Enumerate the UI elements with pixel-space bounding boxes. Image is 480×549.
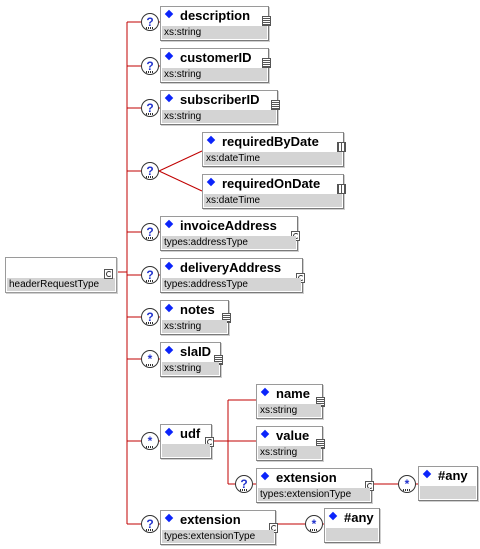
element-extension[interactable]: extension types:extensionType [160, 510, 278, 545]
element-udf-value[interactable]: value xs:string [256, 426, 325, 461]
diamond-icon [328, 511, 338, 521]
element-udf[interactable]: udf [160, 424, 214, 459]
element-extension-any[interactable]: #any [324, 508, 380, 543]
cardinality-icon-udf: * [141, 432, 159, 450]
simple-type-icon [271, 100, 280, 110]
diamond-icon [164, 427, 174, 437]
diamond-icon [164, 345, 174, 355]
root-type-label: headerRequestType [7, 278, 115, 291]
choice-cardinality-icon: ? [141, 162, 159, 180]
cardinality-icon-udf-extension: ? [235, 475, 253, 493]
element-required-by-date[interactable]: requiredByDate xs:dateTime [202, 132, 346, 167]
element-customer-id[interactable]: customerID xs:string [160, 48, 271, 83]
cardinality-icon-delivery-address: ? [141, 266, 159, 284]
diamond-icon [422, 469, 432, 479]
cardinality-icon-description: ? [141, 13, 159, 31]
diamond-icon [164, 513, 174, 523]
diamond-icon [260, 387, 270, 397]
element-subscriber-id[interactable]: subscriberID xs:string [160, 90, 280, 125]
diamond-icon [164, 261, 174, 271]
cardinality-icon-customer: ? [141, 57, 159, 75]
cardinality-icon-notes: ? [141, 308, 159, 326]
simple-type-icon [262, 58, 271, 68]
cardinality-icon-udf-any: * [398, 475, 416, 493]
element-description[interactable]: description xs:string [160, 6, 271, 41]
cardinality-icon-invoice-address: ? [141, 223, 159, 241]
cardinality-icon-extension: ? [141, 515, 159, 533]
element-udf-any[interactable]: #any [418, 466, 478, 501]
diamond-icon [164, 9, 174, 19]
element-required-on-date[interactable]: requiredOnDate xs:dateTime [202, 174, 346, 209]
element-notes[interactable]: notes xs:string [160, 300, 231, 335]
diamond-icon [164, 303, 174, 313]
complex-type-icon [104, 269, 113, 279]
datetime-type-icon [337, 184, 346, 194]
cardinality-icon-sla: * [141, 350, 159, 368]
element-udf-extension[interactable]: extension types:extensionType [256, 468, 374, 503]
cardinality-icon-extension-any: * [305, 515, 323, 533]
element-udf-name[interactable]: name xs:string [256, 384, 325, 419]
diamond-icon [164, 51, 174, 61]
diamond-icon [164, 219, 174, 229]
diamond-icon [206, 177, 216, 187]
diamond-icon [260, 471, 270, 481]
diamond-icon [260, 429, 270, 439]
element-delivery-address[interactable]: deliveryAddress types:addressType [160, 258, 305, 293]
root-type-box[interactable]: headerRequestType [5, 257, 117, 293]
datetime-type-icon [337, 142, 346, 152]
diamond-icon [206, 135, 216, 145]
cardinality-icon-subscriber: ? [141, 99, 159, 117]
element-sla-id[interactable]: slaID xs:string [160, 342, 223, 377]
diamond-icon [164, 93, 174, 103]
simple-type-icon [262, 16, 271, 26]
element-invoice-address[interactable]: invoiceAddress types:addressType [160, 216, 300, 251]
